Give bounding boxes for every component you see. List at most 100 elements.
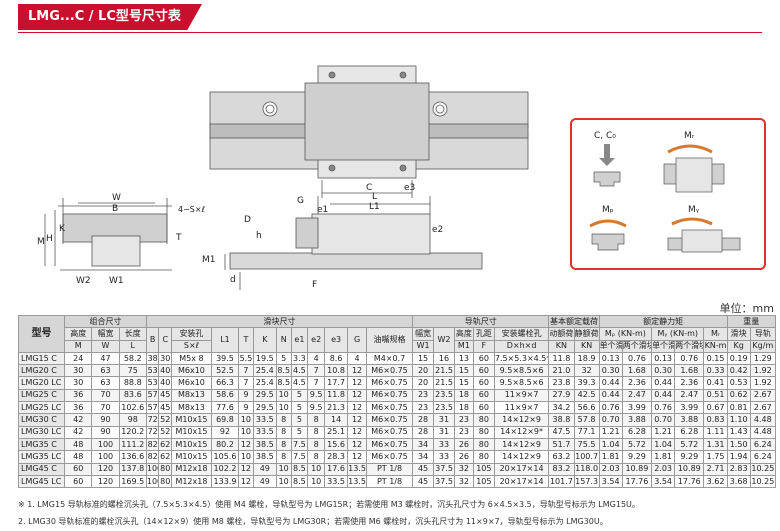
table-cell: 3.54	[651, 474, 676, 489]
table-cell: 23	[454, 413, 474, 427]
table-cell: 111.2	[118, 437, 147, 452]
table-cell: 0.44	[598, 376, 623, 390]
table-cell: 0.70	[598, 413, 623, 427]
table-cell: 2.67	[749, 388, 777, 403]
sub-S: S×ℓ	[171, 339, 212, 353]
dim-C: C	[366, 183, 372, 193]
table-cell: 10	[275, 462, 292, 476]
table-cell: 10	[238, 450, 254, 464]
down-arrow-icon	[599, 144, 615, 166]
table-cell: 100	[145, 462, 160, 476]
table-cell: 1.94	[726, 450, 751, 464]
table-cell: 80	[472, 413, 495, 427]
table-cell: 12	[238, 462, 254, 476]
dim-W: W	[112, 193, 121, 203]
table-cell: 0.51	[703, 388, 728, 403]
table-cell: 0.44	[651, 376, 676, 390]
sub-kgm: Kg/m	[749, 339, 777, 353]
table-cell: 39.3	[573, 376, 600, 390]
table-cell: 1.68	[674, 364, 705, 378]
dim-S: 4−S×ℓ	[178, 205, 205, 214]
yaw-arrow-icon	[671, 217, 713, 226]
table-cell: 30	[158, 351, 173, 366]
table-cell: 83.6	[118, 388, 147, 403]
footnote-2: 2. LMG30 导轨标准的螺栓沉头孔（14×12×9）使用 M8 螺栓，导轨型…	[18, 517, 608, 526]
table-cell: 45	[158, 401, 173, 415]
model-cell: LMG35 C	[17, 437, 66, 452]
table-cell: 100	[91, 437, 120, 452]
dim-K: K	[59, 224, 66, 234]
hdr-C: C	[158, 327, 173, 353]
table-cell: 57	[145, 388, 160, 403]
table-cell: PT 1/8	[365, 474, 414, 489]
table-cell: 51.7	[548, 437, 575, 452]
table-cell: 26	[454, 437, 474, 452]
table-cell: 31	[433, 425, 455, 439]
footnote-1: ※ 1. LMG15 导轨标准的螺栓沉头孔（7.5×5.3×4.5）使用 M4 …	[18, 500, 640, 509]
table-cell: 21.5	[433, 364, 455, 378]
table-cell: 40	[158, 376, 173, 390]
side-view	[224, 196, 483, 290]
table-cell: 92	[210, 425, 240, 439]
dim-B: B	[112, 204, 118, 214]
sub-M: M	[64, 339, 93, 353]
table-cell: 9.5×8.5×6	[493, 376, 550, 390]
table-cell: 8	[307, 425, 326, 439]
table-cell: 3.99	[674, 401, 705, 415]
table-cell: 17.7	[324, 376, 349, 390]
table-cell: 36	[64, 388, 93, 403]
table-cell: 8	[307, 450, 326, 464]
dim-e2: e2	[432, 225, 443, 235]
table-cell: 0.13	[598, 351, 623, 366]
model-cell: LMG30 C	[17, 413, 66, 427]
table-cell: 105	[472, 474, 495, 489]
table-cell: 8	[275, 413, 292, 427]
table-cell: 12	[347, 425, 367, 439]
table-cell: 38.5	[252, 450, 277, 464]
dim-D: D	[244, 215, 251, 225]
table-cell: 20	[412, 364, 435, 378]
table-cell: 10.89	[674, 462, 705, 476]
sub-mp-single: 单个滑块	[598, 339, 623, 353]
table-cell: 133.9	[210, 474, 240, 489]
table-cell: 5	[290, 425, 309, 439]
table-cell: M4×0.7	[365, 351, 414, 366]
hdr-W2: W2	[433, 327, 455, 353]
dim-d: d	[230, 275, 236, 285]
title-underline	[18, 32, 762, 33]
footnotes: ※ 1. LMG15 导轨标准的螺栓沉头孔（7.5×5.3×4.5）使用 M4 …	[18, 496, 640, 530]
hdr-sta: 静额荷	[573, 327, 600, 341]
table-cell: 29.5	[252, 401, 277, 415]
hdr-mount: 安装孔	[171, 327, 212, 341]
model-cell: LMG20 C	[17, 364, 66, 378]
hdr-rail-height: 高度	[454, 327, 474, 341]
table-cell: 60	[472, 351, 495, 366]
table-cell: 62	[158, 450, 173, 464]
table-cell: 33	[433, 437, 455, 452]
table-cell: M10x15	[171, 450, 212, 464]
dim-e3: e3	[404, 183, 415, 193]
table-cell: 13.5	[347, 462, 367, 476]
table-cell: 32	[454, 474, 474, 489]
table-cell: 53	[145, 376, 160, 390]
table-cell: 7	[238, 376, 254, 390]
table-cell: 30	[64, 376, 93, 390]
table-cell: 23.5	[433, 401, 455, 415]
table-cell: 2.03	[651, 462, 676, 476]
top-view	[209, 65, 529, 198]
table-cell: 36	[64, 401, 93, 415]
table-cell: 24	[64, 351, 93, 366]
table-cell: 39.5	[210, 351, 240, 366]
table-cell: 21.5	[433, 376, 455, 390]
group-block: 滑块尺寸	[145, 314, 414, 329]
dimension-drawing: C e3 W B 4−S×ℓ K H M W2 W1 T G e1 L1 L e…	[37, 65, 529, 290]
table-cell: 100	[145, 474, 160, 489]
table-cell: 120	[91, 474, 120, 489]
table-cell: M6×0.75	[365, 437, 414, 452]
table-cell: 75	[118, 364, 147, 378]
table-cell: 45	[158, 388, 173, 403]
table-cell: 18	[454, 401, 474, 415]
